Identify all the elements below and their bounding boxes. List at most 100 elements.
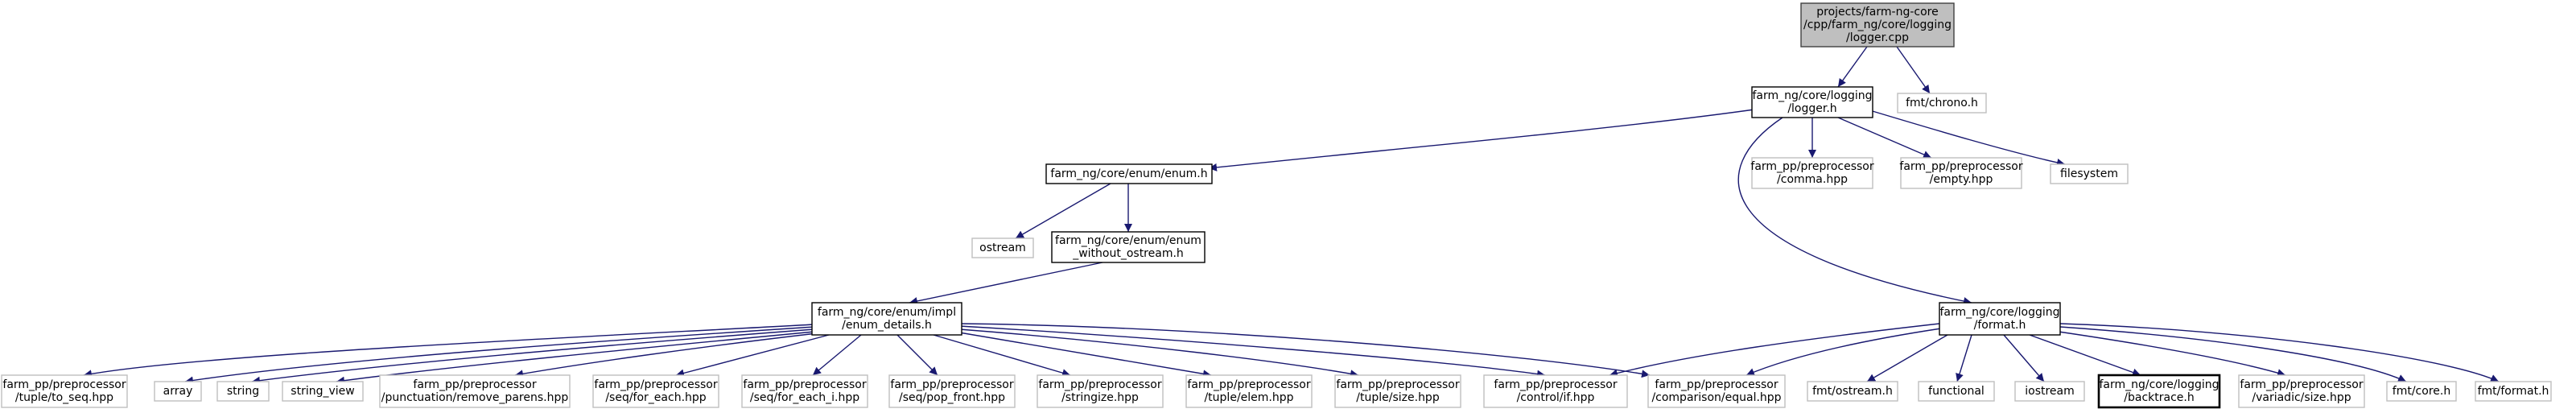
node-box-tuple_elem <box>1185 374 1313 408</box>
node-label-array-line-0: array <box>163 385 193 398</box>
node-enum_wo_ostream[interactable]: farm_ng/core/enum/enum_without_ostream.h <box>1051 231 1206 263</box>
node-box-enum_h <box>1045 163 1213 184</box>
edge-enum_h-to-ostream <box>1015 183 1111 239</box>
node-pop_front: farm_pp/preprocessor/seq/pop_front.hpp <box>888 374 1016 408</box>
edge-layer <box>83 46 2500 385</box>
node-label-fmt_chrono-line-0: fmt/chrono.h <box>1906 97 1978 109</box>
node-box-fmt_format <box>2475 381 2552 402</box>
edge-format_h-to-functional <box>1956 334 1972 382</box>
edge-enum_details-to-tuple_to_seq <box>83 324 815 378</box>
edge-enum_details-to-control_if <box>958 325 1546 378</box>
node-box-for_each_i <box>741 374 868 408</box>
node-label-format_h-line-1: /format.h <box>1974 319 2026 332</box>
node-enum_h[interactable]: farm_ng/core/enum/enum.h <box>1045 163 1213 184</box>
node-label-comma_hpp-line-0: farm_pp/preprocessor <box>1750 160 1873 173</box>
node-label-for_each_i-line-0: farm_pp/preprocessor <box>743 378 866 391</box>
edge-enum_details-to-tuple_size <box>958 328 1359 378</box>
node-label-empty_hpp-line-1: /empty.hpp <box>1930 173 1993 186</box>
node-fmt_format: fmt/format.h <box>2475 381 2552 402</box>
node-label-variadic_size-line-1: /variadic/size.hpp <box>2252 391 2351 404</box>
node-string: string <box>216 381 270 402</box>
edge-enum_details-to-remove_parens <box>514 332 818 378</box>
node-label-comparison_equal-line-0: farm_pp/preprocessor <box>1655 378 1778 391</box>
node-label-fmt_core-line-0: fmt/core.h <box>2393 385 2450 398</box>
node-label-remove_parens-line-1: /punctuation/remove_parens.hpp <box>381 391 569 404</box>
node-box-remove_parens <box>379 374 571 408</box>
node-ostream: ostream <box>971 237 1034 258</box>
node-box-backtrace_h <box>2097 374 2221 409</box>
node-label-tuple_to_seq-line-0: farm_pp/preprocessor <box>2 378 126 391</box>
node-control_if: farm_pp/preprocessor/control/if.hpp <box>1483 374 1628 408</box>
node-label-tuple_size-line-0: farm_pp/preprocessor <box>1336 378 1459 391</box>
node-format_h[interactable]: farm_ng/core/logging/format.h <box>1939 302 2061 336</box>
edge-enum_details-to-array <box>184 326 815 385</box>
edge-format_h-to-backtrace_h <box>2029 334 2141 377</box>
node-label-ostream-line-0: ostream <box>979 242 1026 254</box>
node-enum_details[interactable]: farm_ng/core/enum/impl/enum_details.h <box>811 302 962 336</box>
edge-enum_wo_ostream-to-enum_details <box>909 262 1103 305</box>
node-comma_hpp: farm_pp/preprocessor/comma.hpp <box>1750 157 1874 189</box>
node-box-variadic_size <box>2238 374 2365 408</box>
node-label-tuple_elem-line-1: /tuple/elem.hpp <box>1204 391 1293 404</box>
node-label-enum_wo_ostream-line-0: farm_ng/core/enum/enum <box>1055 234 1201 247</box>
node-backtrace_h[interactable]: farm_ng/core/logging/backtrace.h <box>2097 374 2221 409</box>
node-box-tuple_size <box>1334 374 1461 408</box>
node-label-tuple_size-line-1: /tuple/size.hpp <box>1356 391 1440 404</box>
edge-logger_cpp-to-fmt_chrono <box>1896 46 1931 94</box>
node-box-filesystem <box>2050 163 2129 184</box>
node-label-comparison_equal-line-1: /comparison/equal.hpp <box>1651 391 1781 404</box>
node-label-variadic_size-line-0: farm_pp/preprocessor <box>2240 378 2363 391</box>
node-label-stringize-line-1: /stringize.hpp <box>1061 391 1139 404</box>
edge-enum_details-to-comparison_equal <box>958 323 1651 378</box>
node-box-format_h <box>1939 302 2061 336</box>
node-stringize: farm_pp/preprocessor/stringize.hpp <box>1037 374 1164 408</box>
node-label-logger_cpp-line-0: projects/farm-ng-core <box>1816 6 1938 19</box>
edge-format_h-to-variadic_size <box>2058 331 2286 377</box>
edge-format_h-to-fmt_format <box>2059 323 2500 382</box>
node-label-filesystem-line-0: filesystem <box>2060 167 2118 180</box>
node-label-control_if-line-0: farm_pp/preprocessor <box>1494 378 1617 391</box>
node-remove_parens: farm_pp/preprocessor/punctuation/remove_… <box>379 374 571 408</box>
node-fmt_core: fmt/core.h <box>2386 381 2457 402</box>
node-label-enum_h-line-0: farm_ng/core/enum/enum.h <box>1050 167 1207 180</box>
node-label-fmt_ostream-line-0: fmt/ostream.h <box>1812 385 1893 398</box>
node-label-string_view-line-0: string_view <box>291 385 354 398</box>
node-box-comma_hpp <box>1751 157 1873 189</box>
node-label-backtrace_h-line-1: /backtrace.h <box>2124 391 2194 404</box>
node-label-logger_cpp-line-2: /logger.cpp <box>1846 31 1909 44</box>
node-logger_h[interactable]: farm_ng/core/logging/logger.h <box>1751 86 1873 118</box>
node-box-iostream <box>2014 381 2085 402</box>
node-box-string <box>216 381 270 402</box>
edge-logger_h-to-filesystem <box>1866 109 2066 167</box>
edge-logger_h-to-enum_h <box>1208 109 1755 171</box>
node-box-enum_wo_ostream <box>1051 231 1206 263</box>
node-label-fmt_format-line-0: fmt/format.h <box>2478 385 2549 398</box>
edge-format_h-to-comparison_equal <box>1745 328 1942 376</box>
node-box-logger_h <box>1751 86 1873 118</box>
node-label-enum_details-line-1: /enum_details.h <box>842 319 932 332</box>
node-label-pop_front-line-0: farm_pp/preprocessor <box>890 378 1013 391</box>
node-layer: projects/farm-ng-core/cpp/farm_ng/core/l… <box>1 2 2552 409</box>
node-functional: functional <box>1918 381 1995 402</box>
node-box-array <box>154 381 202 402</box>
node-label-empty_hpp-line-0: farm_pp/preprocessor <box>1899 160 2022 173</box>
node-label-string-line-0: string <box>227 385 259 398</box>
node-box-for_each <box>592 374 719 408</box>
node-label-for_each_i-line-1: /seq/for_each_i.hpp <box>750 391 859 404</box>
edge-logger_h-to-empty_hpp <box>1837 117 1932 159</box>
node-fmt_ostream: fmt/ostream.h <box>1807 381 1898 402</box>
node-box-control_if <box>1483 374 1628 408</box>
node-variadic_size: farm_pp/preprocessor/variadic/size.hpp <box>2238 374 2365 408</box>
node-fmt_chrono: fmt/chrono.h <box>1897 93 1987 114</box>
node-box-empty_hpp <box>1900 157 2022 189</box>
edge-enum_details-to-pop_front <box>896 334 938 376</box>
node-label-tuple_to_seq-line-1: /tuple/to_seq.hpp <box>15 391 113 404</box>
node-empty_hpp: farm_pp/preprocessor/empty.hpp <box>1899 157 2023 189</box>
node-logger_cpp[interactable]: projects/farm-ng-core/cpp/farm_ng/core/l… <box>1800 2 1955 47</box>
node-iostream: iostream <box>2014 381 2085 402</box>
node-label-logger_h-line-0: farm_ng/core/logging <box>1752 89 1872 102</box>
node-box-comparison_equal <box>1647 374 1786 408</box>
edge-enum_details-to-for_each_i <box>812 334 862 376</box>
edge-format_h-to-control_if <box>1609 323 1940 378</box>
node-tuple_size: farm_pp/preprocessor/tuple/size.hpp <box>1334 374 1461 408</box>
